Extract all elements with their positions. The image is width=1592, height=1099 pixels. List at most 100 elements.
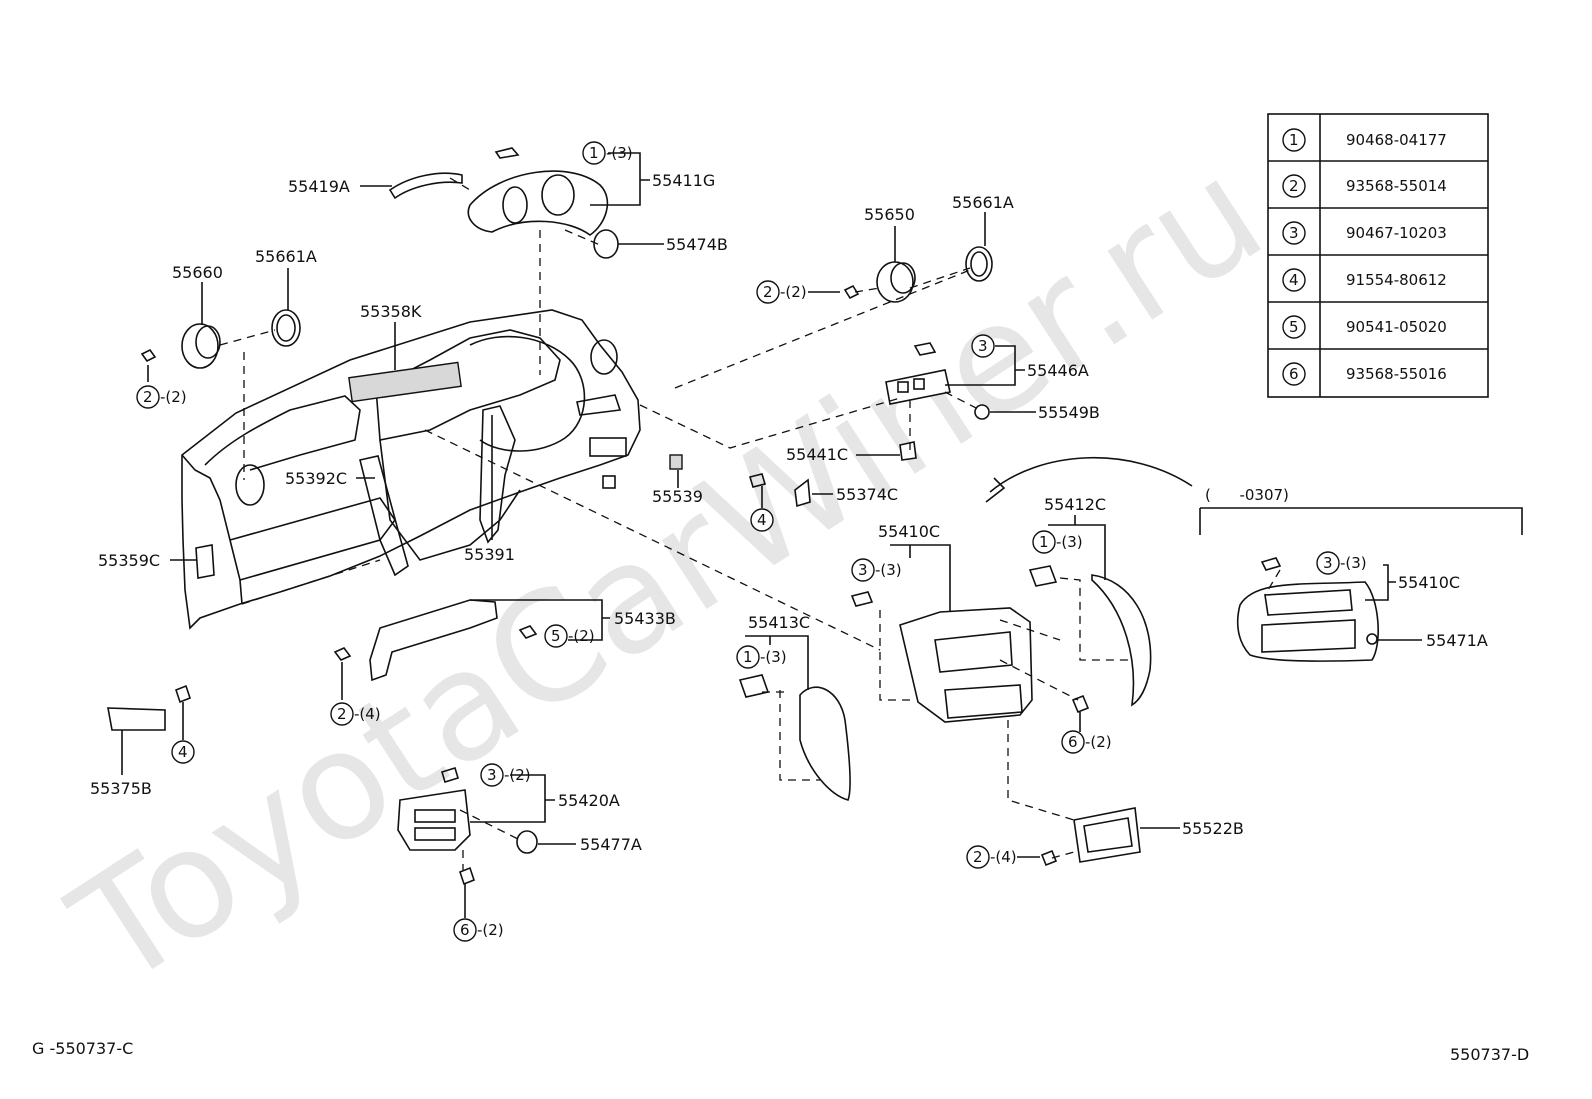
callout-1: 1 -(3) (736, 645, 787, 669)
svg-text:3: 3 (1323, 554, 1333, 572)
meter-cover (388, 172, 463, 200)
svg-text:6: 6 (1068, 733, 1078, 751)
variant-range: ( -0307) (1205, 486, 1289, 504)
direction-arrow (985, 457, 1193, 503)
svg-text:3: 3 (858, 561, 868, 579)
legend-num: 2 (1289, 177, 1299, 195)
bracket-55374c (794, 478, 811, 508)
label-55419a: 55419A (288, 177, 350, 196)
legend-code: 93568-55014 (1346, 177, 1447, 195)
callout-2: 2-(4) (330, 702, 381, 726)
svg-text:4: 4 (757, 511, 767, 529)
label-55650: 55650 (864, 205, 915, 224)
display-cover (1073, 807, 1141, 863)
panel-pad (348, 361, 462, 403)
label-55412c: 55412C (1044, 495, 1106, 514)
svg-text:2: 2 (763, 283, 773, 301)
plug-55477a (516, 830, 538, 854)
label-55420a: 55420A (558, 791, 620, 810)
label-55411g: 55411G (652, 171, 715, 190)
svg-text:5: 5 (551, 627, 561, 645)
callout-2: 2 -(2) (136, 385, 187, 409)
legend-code: 90467-10203 (1346, 224, 1447, 242)
svg-text:3: 3 (487, 766, 497, 784)
svg-text:2: 2 (973, 848, 983, 866)
label-55539: 55539 (652, 487, 703, 506)
connector (899, 441, 917, 461)
callout-2: 2 -(4) (966, 845, 1017, 869)
svg-text:4: 4 (178, 743, 188, 761)
callout-3: 3 (971, 334, 995, 358)
label-55441c: 55441C (786, 445, 848, 464)
callout-4: 4 (171, 740, 195, 764)
ref-callouts: 1-(3) 2-(2) 2-(2) 3 4 1-(3) 3-(3) 3-(3) … (136, 141, 1367, 942)
svg-text:-(3): -(3) (606, 144, 633, 162)
svg-text:-(3): -(3) (1056, 533, 1083, 551)
svg-text:-(4): -(4) (990, 848, 1017, 866)
label-55433b: 55433B (614, 609, 676, 628)
legend-num: 4 (1289, 271, 1299, 289)
svg-text:-(2): -(2) (1085, 733, 1112, 751)
lower-switch-panel (397, 789, 471, 851)
side-trim-left (799, 686, 851, 801)
svg-text:-(3): -(3) (1340, 554, 1367, 572)
label-55471a: 55471A (1426, 631, 1488, 650)
svg-text:1: 1 (1039, 533, 1049, 551)
svg-text:-(3): -(3) (760, 648, 787, 666)
svg-text:3: 3 (978, 337, 988, 355)
switch-knob (974, 404, 990, 420)
svg-text:1: 1 (589, 144, 599, 162)
label-55413c: 55413C (748, 613, 810, 632)
footer-left: G -550737-C (32, 1039, 133, 1058)
svg-text:2: 2 (337, 705, 347, 723)
svg-text:-(2): -(2) (504, 766, 531, 784)
label-55549b: 55549B (1038, 403, 1100, 422)
legend-num: 6 (1289, 365, 1299, 383)
legend-code: 93568-55016 (1346, 365, 1447, 383)
lower-bracket (369, 599, 498, 682)
label-55410c-variant: 55410C (1398, 573, 1460, 592)
label-55477a: 55477A (580, 835, 642, 854)
svg-text:-(2): -(2) (477, 921, 504, 939)
callout-5: 5 -(2) (544, 624, 595, 648)
left-vent (181, 323, 219, 369)
label-55661a-left: 55661A (255, 247, 317, 266)
callout-3: 3 -(2) (480, 763, 531, 787)
label-55522b: 55522B (1182, 819, 1244, 838)
variant-register (1236, 581, 1379, 662)
svg-text:-(2): -(2) (568, 627, 595, 645)
label-55374c: 55374C (836, 485, 898, 504)
part-labels: 55419A 55411G 55474B 55660 55661A 55650 … (90, 171, 1488, 854)
callout-6: 6 -(2) (1061, 730, 1112, 754)
meter-hood (467, 170, 609, 236)
dashed-leaders (219, 177, 1281, 870)
button-blank (669, 454, 683, 470)
legend-code: 91554-80612 (1346, 271, 1447, 289)
label-55392c: 55392C (285, 469, 347, 488)
label-55661a-right: 55661A (952, 193, 1014, 212)
legend-num: 3 (1289, 224, 1299, 242)
footer-right: 550737-D (1450, 1045, 1529, 1064)
svg-text:2: 2 (143, 388, 153, 406)
svg-text:-(2): -(2) (160, 388, 187, 406)
legend-num: 1 (1289, 131, 1299, 149)
svg-text:6: 6 (460, 921, 470, 939)
svg-text:1: 1 (743, 648, 753, 666)
bracket-55375b (107, 707, 166, 731)
callout-2: 2-(2) (756, 280, 807, 304)
svg-text:-(3): -(3) (875, 561, 902, 579)
label-leaders (121, 152, 1523, 918)
screw (1366, 633, 1378, 645)
instrument-panel (181, 309, 641, 630)
callout-3: 3 -(3) (1316, 551, 1367, 575)
callout-4: 4 (750, 508, 774, 532)
callout-6: 6 -(2) (453, 918, 504, 942)
legend-num: 5 (1289, 318, 1299, 336)
callout-3: 3 -(3) (851, 558, 902, 582)
side-trim-right (1091, 574, 1152, 707)
center-register (899, 607, 1033, 723)
switch-panel (885, 369, 951, 405)
